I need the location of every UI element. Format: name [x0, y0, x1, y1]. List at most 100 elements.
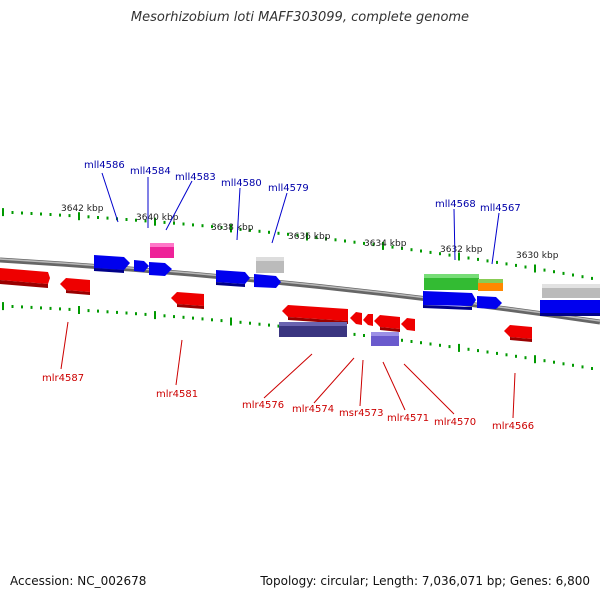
gene-mlr4576[interactable] [279, 305, 348, 337]
scale-tick [591, 367, 593, 370]
kbp-label: 3638 kbp [211, 223, 254, 233]
scale-tick [135, 218, 137, 222]
scale-tick [163, 314, 166, 318]
kbp-label: 3634 kbp [364, 239, 407, 249]
scale-tick [230, 224, 232, 233]
gene-forward-right[interactable] [540, 284, 600, 316]
scale-tick [182, 315, 185, 319]
scale-tick [581, 275, 584, 279]
scale-tick [11, 211, 14, 214]
gene-mll4580[interactable] [216, 270, 250, 287]
scale-tick [68, 307, 71, 311]
scale-tick [515, 263, 517, 267]
scale-tick [553, 360, 555, 364]
scale-tick [2, 208, 4, 217]
scale-tick [382, 241, 384, 250]
scale-tick [182, 222, 185, 226]
scale-tick [220, 226, 223, 229]
scale-tick [581, 365, 584, 369]
gene-mlr4571[interactable] [371, 315, 400, 346]
scale-tick [49, 213, 52, 216]
scale-tick [201, 317, 204, 321]
scale-tick [353, 332, 356, 336]
gene-mlr4587[interactable] [60, 278, 90, 295]
scale-tick [144, 219, 147, 223]
scale-tick [68, 214, 71, 218]
gene-mll4567[interactable] [477, 279, 503, 309]
scale-tick [268, 323, 270, 327]
label-mll4567: mll4567 [480, 203, 521, 214]
scale-ticks-bottom [2, 302, 593, 370]
kbp-label: 3636 kbp [288, 232, 331, 242]
scale-tick [230, 317, 232, 326]
scale-tick [334, 238, 337, 242]
scale-tick [97, 309, 99, 313]
scale-tick [220, 319, 223, 323]
scale-tick [59, 213, 61, 217]
scale-tick [486, 259, 489, 263]
scale-tick [49, 306, 52, 310]
scale-tick [524, 356, 527, 360]
scale-tick [448, 253, 451, 257]
scale-tick [173, 221, 175, 225]
scale-tick [173, 315, 175, 319]
scale-tick [106, 310, 109, 314]
scale-tick [439, 252, 441, 256]
gene-msr4573[interactable] [363, 314, 373, 326]
scale-tick [87, 309, 90, 313]
label-mlr4576: mlr4576 [242, 400, 284, 411]
scale-tick [192, 223, 194, 227]
scale-tick [97, 216, 99, 219]
scale-tick [467, 256, 470, 260]
label-mll4584: mll4584 [130, 166, 171, 177]
gene-mlr4566[interactable] [504, 325, 532, 342]
scale-ticks-top [2, 208, 593, 280]
scale-tick [40, 212, 42, 216]
kbp-label: 3632 kbp [440, 245, 483, 255]
gene-mlr4570[interactable] [401, 318, 415, 331]
scale-tick [249, 228, 251, 232]
scale-tick [239, 320, 242, 324]
scale-tick [524, 265, 527, 269]
scale-tick [211, 225, 213, 229]
gene-mll4568[interactable] [423, 274, 479, 310]
scale-tick [458, 252, 460, 261]
gene-left-edge[interactable] [0, 268, 50, 288]
gene-mlr4574[interactable] [350, 312, 362, 325]
kbp-label: 3642 kbp [61, 204, 104, 214]
scale-tick [125, 311, 128, 315]
kbp-label: 3630 kbp [516, 251, 559, 261]
scale-tick [287, 232, 289, 236]
label-mll4580: mll4580 [221, 178, 262, 189]
scale-tick [562, 362, 565, 366]
gene-mlr4581[interactable] [171, 292, 204, 309]
scale-tick [543, 268, 546, 272]
scale-tick [572, 273, 574, 277]
label-mll4586: mll4586 [84, 160, 125, 171]
scale-tick [249, 321, 251, 325]
scale-tick [59, 307, 61, 311]
scale-tick [306, 232, 308, 241]
scale-tick [11, 305, 14, 308]
scale-tick [420, 341, 422, 345]
scale-tick [448, 345, 451, 349]
scale-tick [268, 230, 270, 234]
scale-tick [201, 224, 204, 228]
gene-mll4579[interactable] [254, 257, 284, 288]
scale-tick [591, 276, 593, 280]
scale-tick [363, 334, 365, 337]
label-mlr4574: mlr4574 [292, 404, 334, 415]
scale-tick [410, 340, 413, 343]
label-mlr4566: mlr4566 [492, 421, 534, 432]
gene-mll4586[interactable] [94, 255, 130, 273]
scale-tick [296, 233, 299, 237]
accession-text: Accession: NC_002678 [10, 574, 147, 588]
scale-tick [211, 318, 213, 322]
scale-tick [572, 363, 574, 367]
scale-tick [372, 243, 375, 247]
gene-mll4584[interactable] [134, 260, 149, 272]
scale-tick [258, 229, 261, 233]
gene-mll4583[interactable] [149, 243, 174, 276]
scale-tick [21, 305, 23, 309]
scale-tick [135, 312, 137, 316]
